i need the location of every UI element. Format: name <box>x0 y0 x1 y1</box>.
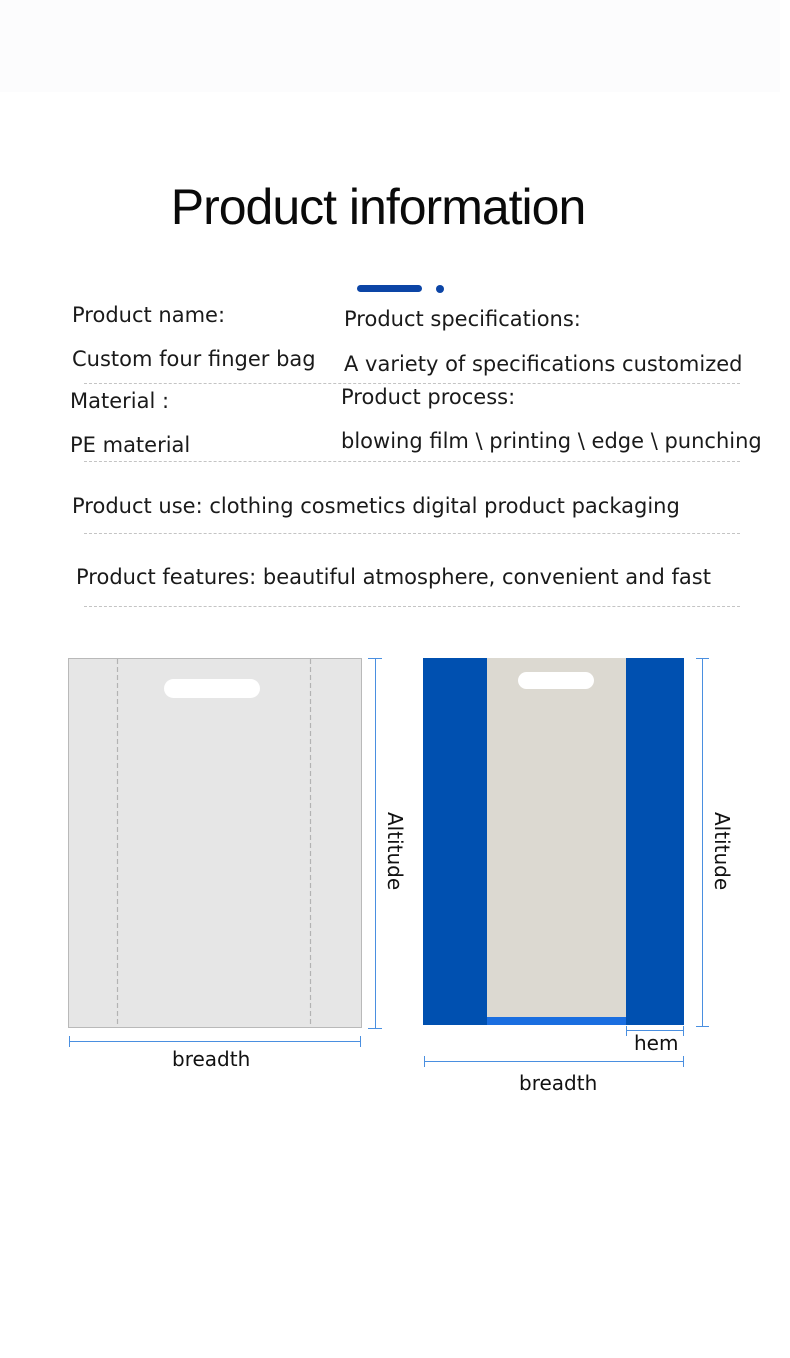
product-use-line: Product use: clothing cosmetics digital … <box>72 494 680 518</box>
left-breadth-label: breadth <box>172 1047 251 1071</box>
divider-row-3 <box>84 533 740 534</box>
divider-row-1 <box>84 383 740 384</box>
plain-bag-diagram <box>68 658 382 1047</box>
product-features-line: Product features: beautiful atmosphere, … <box>76 565 711 589</box>
product-specifications-value: A variety of specifications customized <box>344 352 743 376</box>
printed-bag-handle-hole <box>518 672 594 689</box>
product-name-label: Product name: <box>72 303 226 327</box>
plain-bag-body <box>68 658 362 1028</box>
right-altitude-label: Altitude <box>710 812 734 891</box>
product-specifications-label: Product specifications: <box>344 307 581 331</box>
divider-row-2 <box>84 461 740 462</box>
top-band <box>0 0 780 92</box>
product-process-label: Product process: <box>341 385 516 409</box>
right-breadth-label: breadth <box>519 1071 598 1095</box>
product-name-value: Custom four finger bag <box>72 347 316 371</box>
title-accent-bar <box>357 285 422 292</box>
printed-bag-diagram <box>423 658 709 1067</box>
material-value: PE material <box>70 433 191 457</box>
hem-label: hem <box>634 1031 679 1055</box>
printed-bag-inner-panel <box>487 658 626 1017</box>
divider-row-4 <box>84 606 740 607</box>
material-label: Material : <box>70 389 170 413</box>
left-altitude-label: Altitude <box>383 812 407 891</box>
plain-bag-handle-hole <box>164 679 260 698</box>
title-accent-dot <box>436 285 444 293</box>
page-title: Product information <box>170 179 587 235</box>
printed-bag-bottom-strip <box>487 1017 626 1025</box>
product-process-value: blowing film \ printing \ edge \ punchin… <box>341 429 762 453</box>
